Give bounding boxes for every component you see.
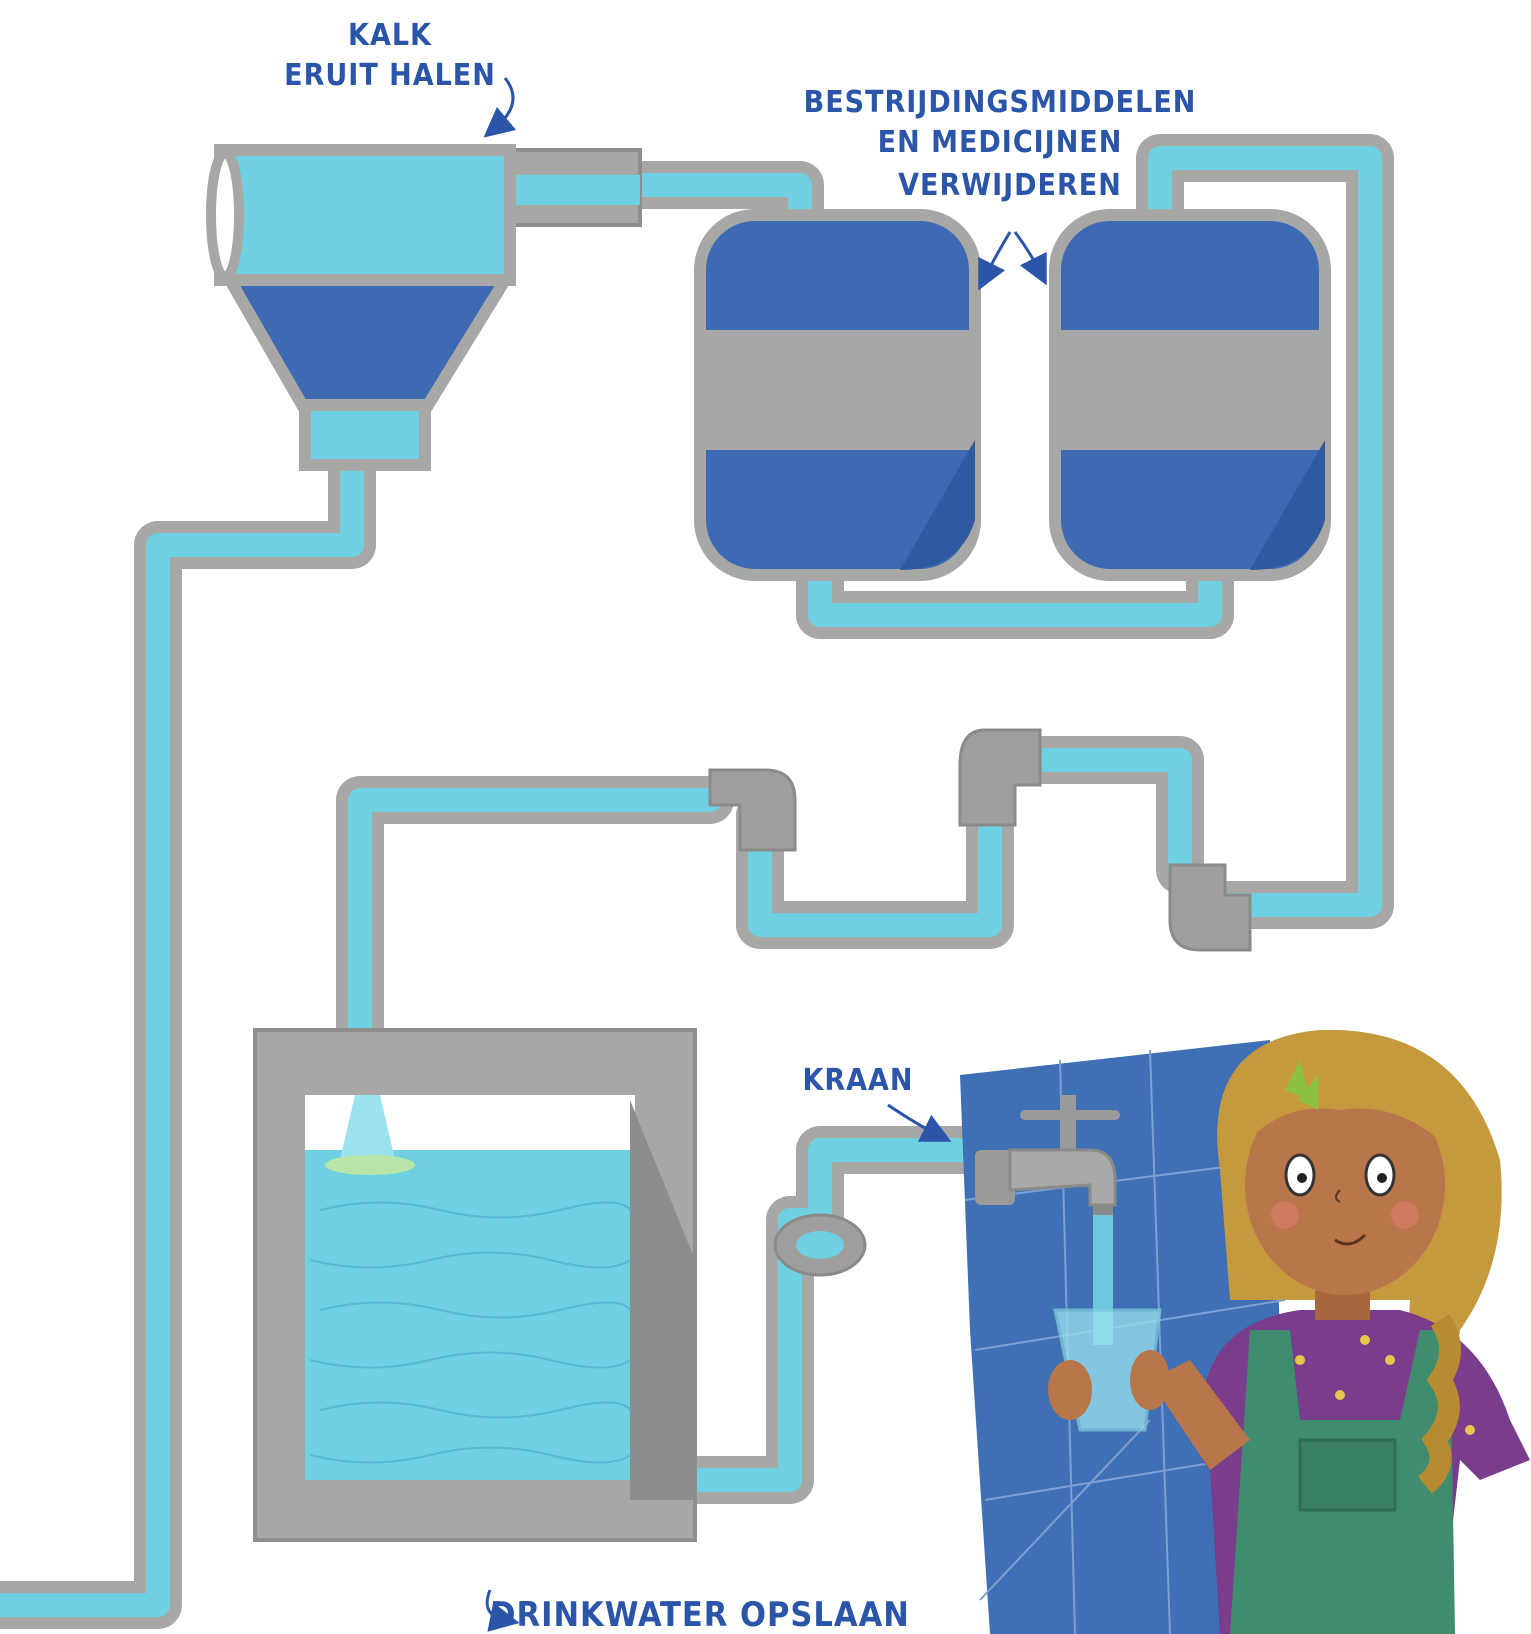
limescale-funnel [211, 150, 640, 465]
storage-tank [255, 1030, 695, 1540]
label-limescale-line2: ERUIT HALEN [284, 58, 496, 93]
filter-tank-1 [700, 215, 975, 575]
filter-tank-2 [1055, 215, 1325, 575]
label-filters-line1: BESTRIJDINGSMIDDELEN [804, 85, 1197, 120]
elbow-joint [1170, 865, 1250, 950]
arrow-to-funnel [495, 78, 513, 128]
arrow-to-filter2 [1015, 232, 1040, 272]
elbow-joint [960, 730, 1040, 825]
label-limescale: KALK ERUIT HALEN [284, 18, 513, 128]
label-limescale-line1: KALK [348, 18, 432, 53]
arrow-to-filter1 [985, 232, 1010, 277]
label-filters-line3: VERWIJDEREN [898, 168, 1122, 203]
label-storage: DRINKWATER OPSLAAN [487, 1590, 910, 1634]
pipe-to-storage [360, 800, 710, 1030]
label-tap: KRAAN [802, 1063, 938, 1135]
label-tap-text: KRAAN [802, 1063, 913, 1098]
label-storage-text: DRINKWATER OPSLAAN [490, 1595, 910, 1634]
pipe-zigzag [1040, 760, 1180, 870]
label-filters-line2: EN MEDICIJNEN [878, 125, 1123, 160]
